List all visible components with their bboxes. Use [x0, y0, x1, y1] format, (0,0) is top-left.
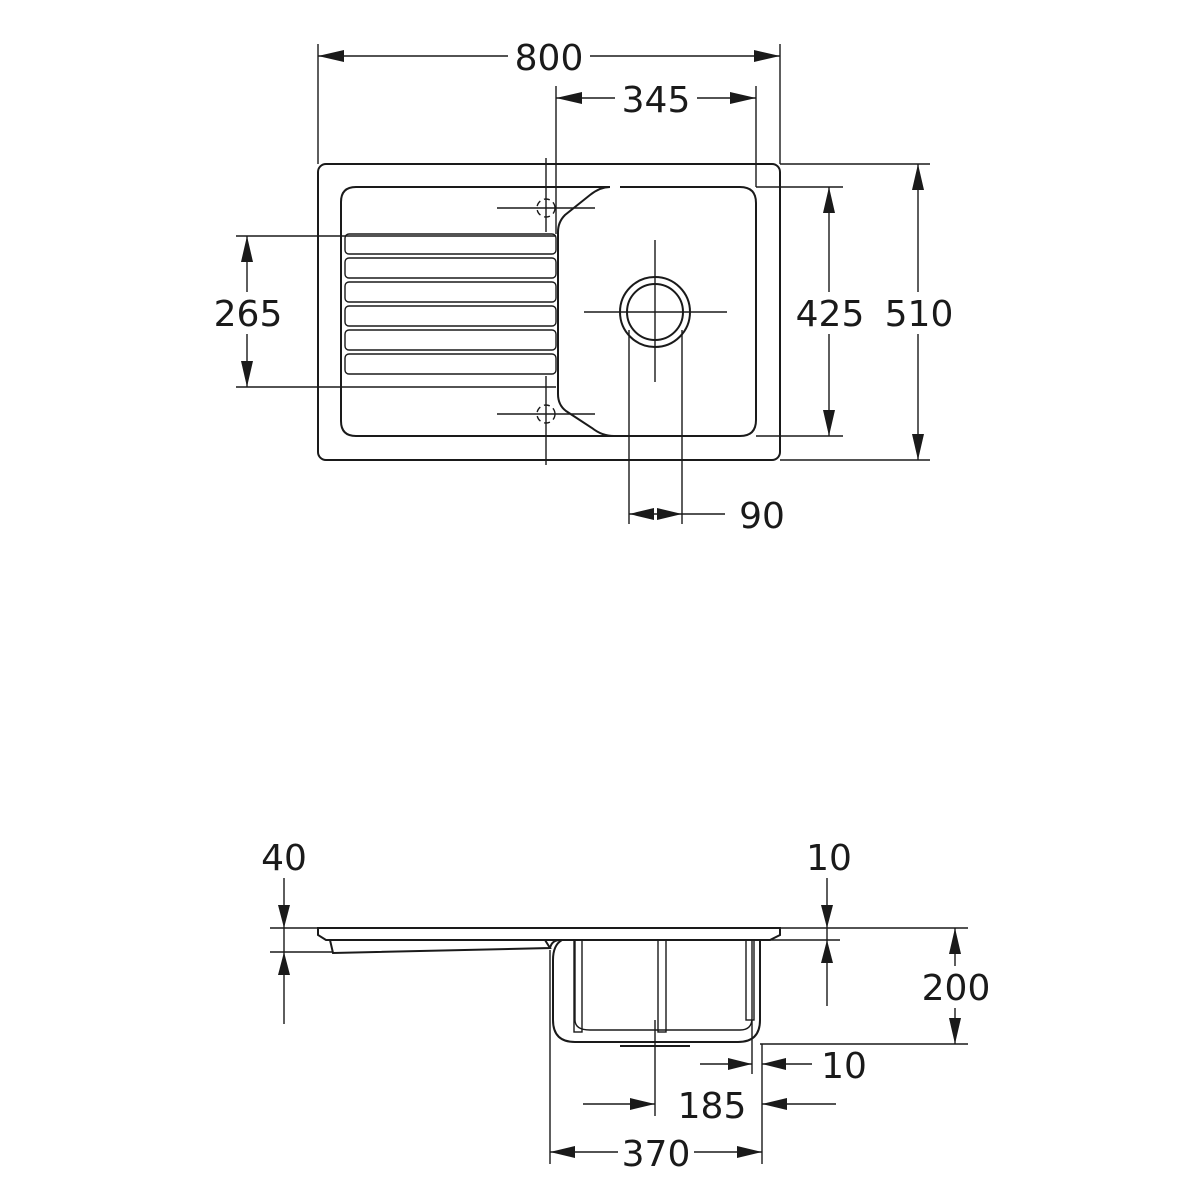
- section-view: 40 10 200 10: [261, 838, 994, 1175]
- bowl-inner: [574, 940, 753, 1031]
- dim-edge-10: 10: [770, 838, 852, 1006]
- bowl-stiffeners: [573, 939, 755, 1033]
- plan-view: 800 345 265: [210, 36, 954, 537]
- dim-bowl-width-345: 345: [555, 78, 757, 234]
- label-bowl-height: 425: [796, 294, 865, 335]
- dim-waste-offset-185: 185: [583, 1020, 836, 1127]
- dim-bowl-length-370: 370: [549, 950, 762, 1175]
- dim-depth-510: 510: [780, 163, 954, 461]
- label-rim: 40: [261, 838, 307, 879]
- bowl-profile: [549, 939, 761, 1043]
- drainer-profile: [328, 939, 552, 955]
- dim-drainer-265: 265: [210, 235, 556, 388]
- sink-outline: [317, 163, 781, 461]
- dim-bowl-425: 425: [756, 186, 866, 437]
- dim-width-800: 800: [317, 36, 781, 164]
- label-waste: 90: [739, 496, 785, 537]
- label-drainer-height: 265: [214, 294, 283, 335]
- label-depth: 510: [885, 294, 954, 335]
- dim-bowl-depth-200: 200: [760, 927, 994, 1045]
- bowl-outline: [614, 186, 757, 437]
- waste-outlet: [584, 240, 727, 382]
- label-edge: 10: [806, 838, 852, 879]
- rim-profile: [317, 927, 781, 941]
- label-width: 800: [515, 38, 584, 79]
- drainer-ribs: [344, 233, 557, 375]
- drainer-area-outline: [340, 186, 615, 437]
- tap-hole-bottom: [497, 376, 595, 465]
- label-bowl-length: 370: [622, 1134, 691, 1175]
- dim-waste-90: 90: [628, 330, 785, 537]
- label-bowl-depth: 200: [922, 968, 991, 1009]
- label-bowl-width: 345: [622, 80, 691, 121]
- label-waste-offset: 185: [678, 1086, 747, 1127]
- dim-wall-10: 10: [700, 1020, 867, 1164]
- label-wall: 10: [821, 1046, 867, 1087]
- tap-hole-top: [497, 158, 595, 232]
- dim-rim-40: 40: [261, 838, 333, 1024]
